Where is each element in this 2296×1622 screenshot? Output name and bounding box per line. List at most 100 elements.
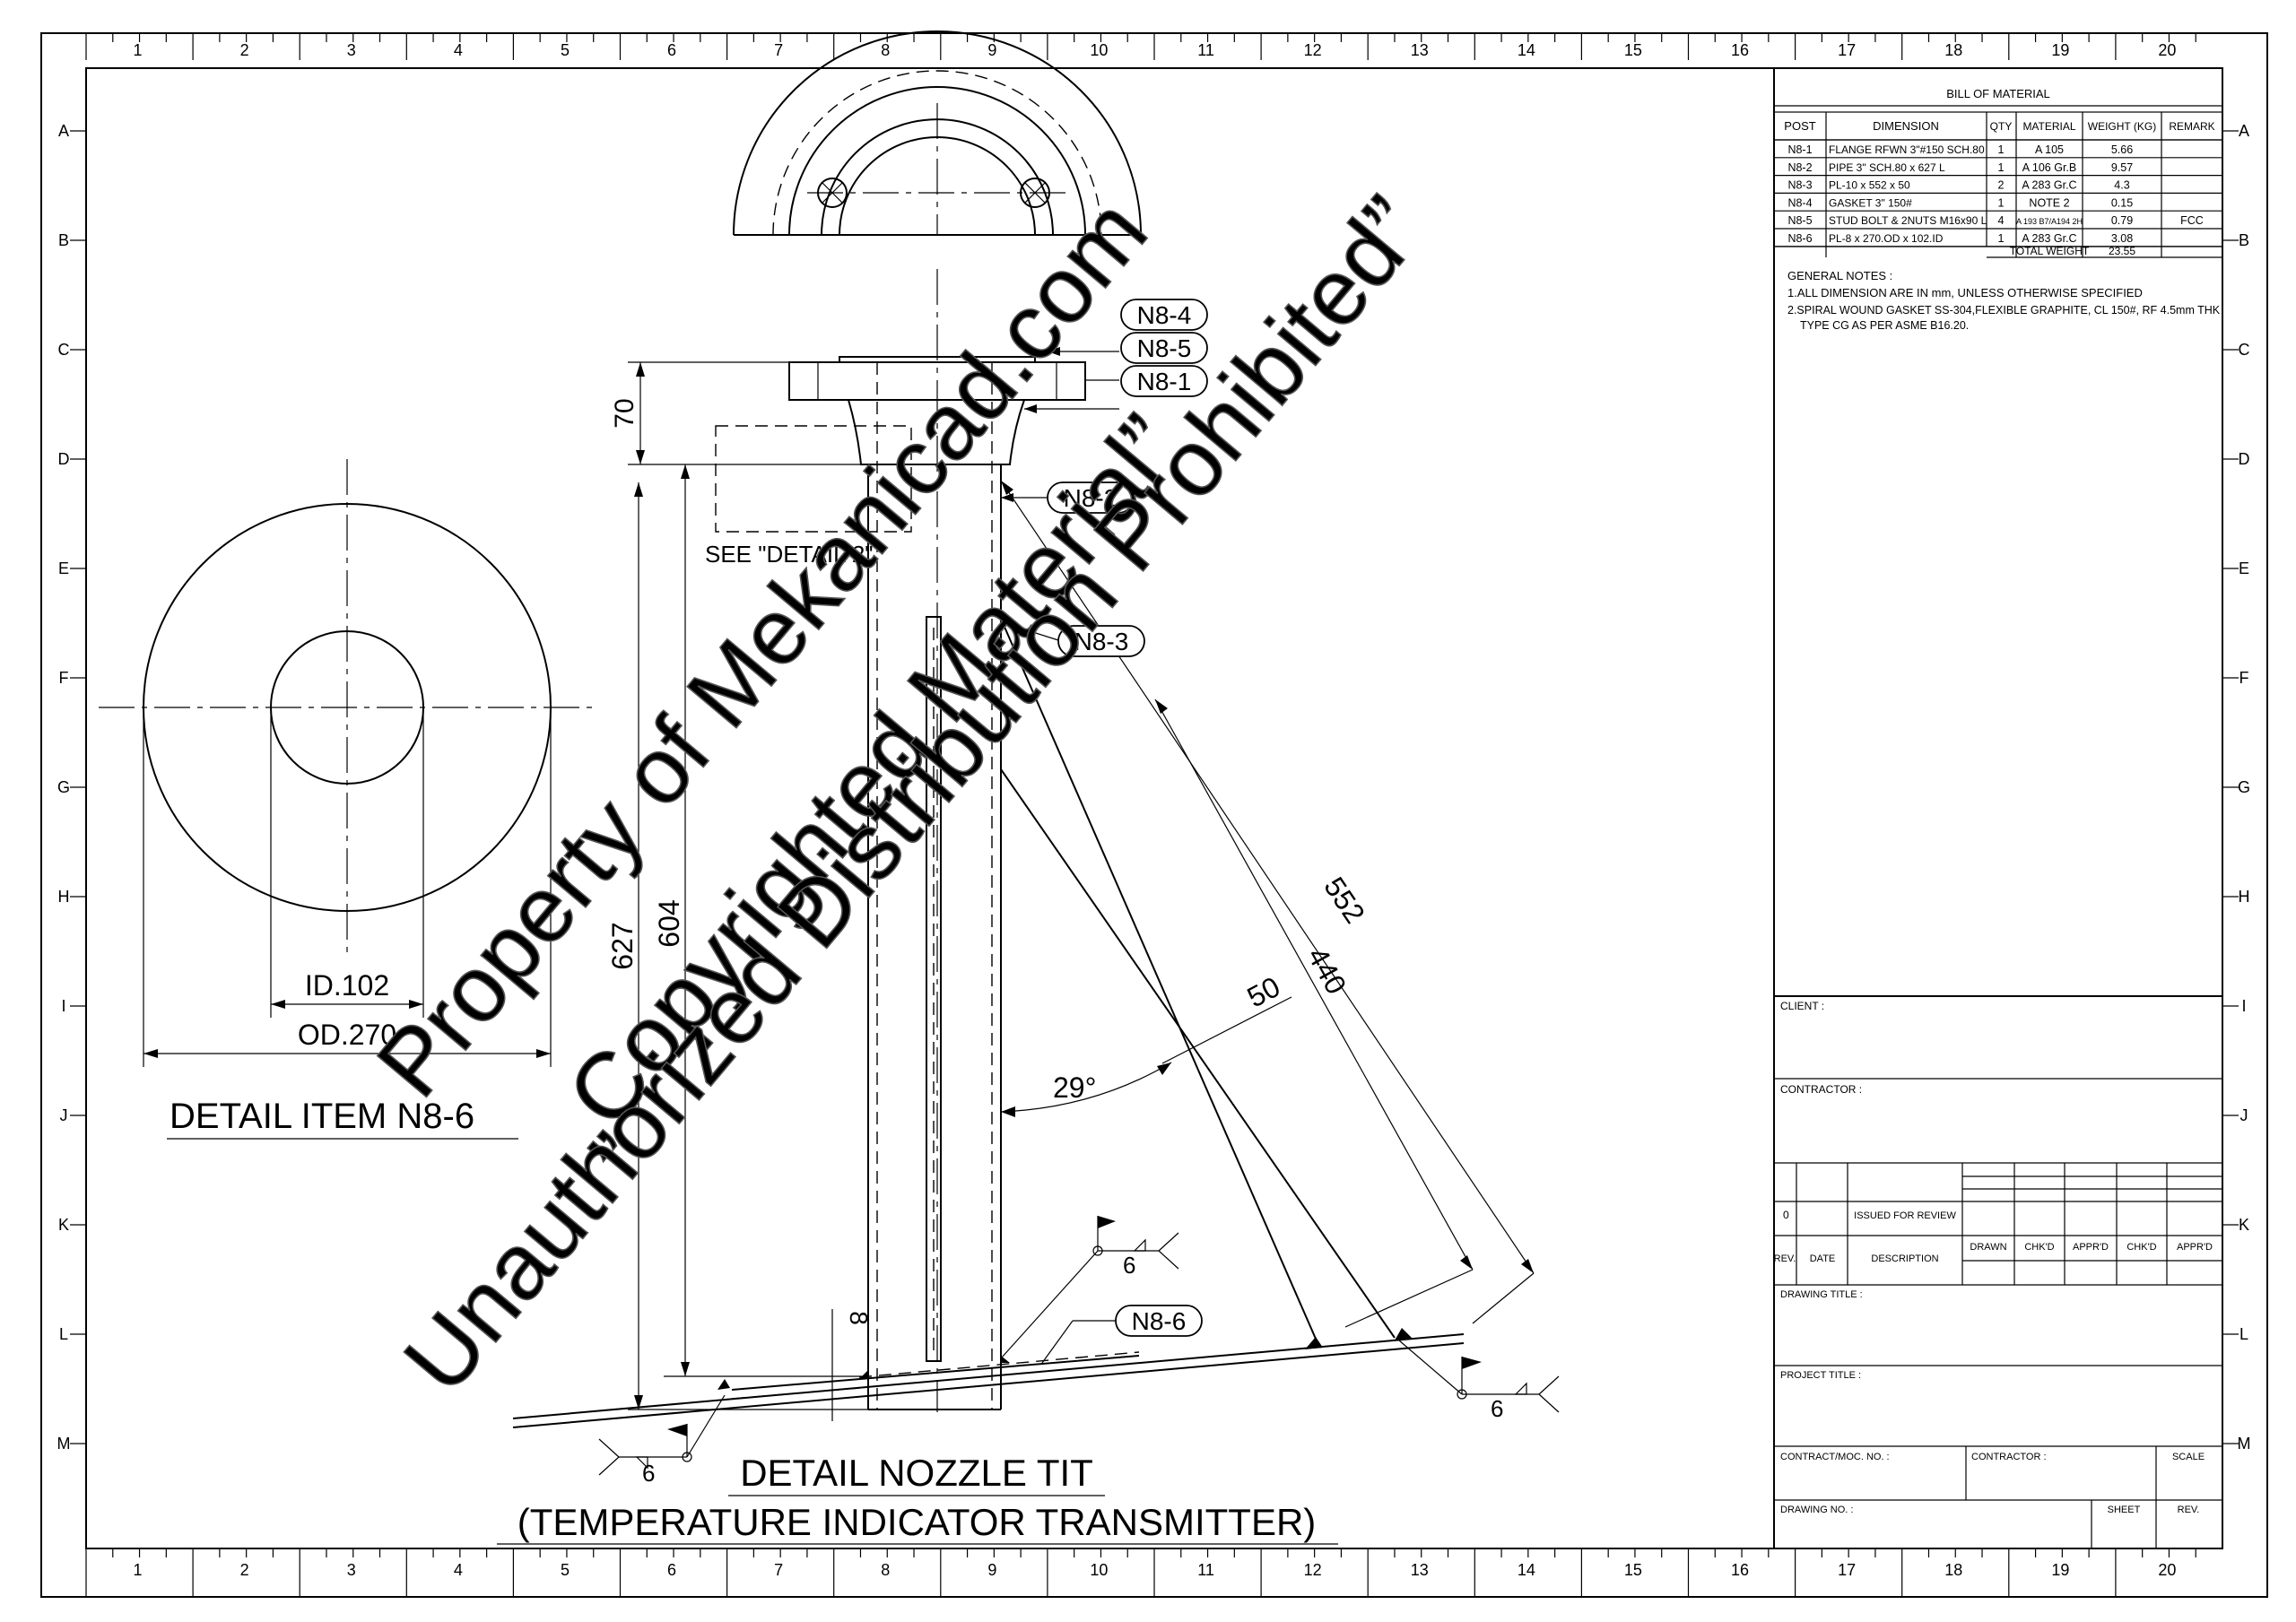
- project-title-label: PROJECT TITLE :: [1780, 1370, 1861, 1381]
- row-letter-right: J: [2240, 1106, 2248, 1124]
- column-number-bottom: 7: [774, 1561, 783, 1579]
- bom-cell: A 283 Gr.C: [2022, 232, 2076, 245]
- bom-cell: PIPE 3" SCH.80 x 627 L: [1829, 161, 1945, 174]
- column-number-bottom: 14: [1518, 1561, 1535, 1579]
- weld-fillet: [859, 1370, 868, 1379]
- contract-no-label: CONTRACT/MOC. NO. :: [1780, 1452, 1890, 1462]
- row-letter-right: E: [2239, 559, 2249, 577]
- nozzle-title-1: DETAIL NOZZLE TIT: [740, 1452, 1093, 1494]
- column-number-bottom: 5: [561, 1561, 570, 1579]
- bom-total-label: TOTAL WEIGHT: [2010, 245, 2090, 257]
- bom-cell: 1: [1998, 161, 2005, 174]
- row-letter-right: F: [2239, 669, 2249, 687]
- weld-symbol-1: 6: [1000, 1216, 1179, 1359]
- column-number-bottom: 17: [1838, 1561, 1856, 1579]
- weld-size-3: 6: [642, 1460, 655, 1487]
- column-number-bottom: 13: [1411, 1561, 1429, 1579]
- dim-440-label: 440: [1301, 942, 1352, 1000]
- dim-50-label: 50: [1242, 970, 1285, 1013]
- part-bubble-n8-4: N8-4: [1120, 299, 1208, 331]
- leaders: [1001, 347, 1119, 1364]
- column-number-bottom: 20: [2158, 1561, 2176, 1579]
- bom-header-weight: WEIGHT (KG): [2088, 120, 2156, 133]
- dim-8-label: 8: [845, 1311, 873, 1325]
- column-number-top: 3: [347, 41, 356, 59]
- row-letter-left: E: [58, 559, 69, 577]
- issued-for-review: ISSUED FOR REVIEW: [1854, 1210, 1956, 1221]
- column-number-top: 1: [134, 41, 143, 59]
- detail-2-box: [715, 425, 912, 533]
- row-letter-right: D: [2239, 450, 2250, 468]
- column-number-top: 10: [1090, 41, 1108, 59]
- notes-heading: GENERAL NOTES :: [1787, 269, 1892, 282]
- bom-header-material: MATERIAL: [2022, 120, 2075, 133]
- bom-cell: FLANGE RFWN 3"#150 SCH.80: [1829, 143, 1985, 156]
- column-number-top: 17: [1838, 41, 1856, 59]
- column-number-bottom: 11: [1197, 1561, 1214, 1579]
- bom-cell: 0.15: [2111, 196, 2133, 209]
- description-header: DESCRIPTION: [1871, 1253, 1938, 1264]
- bom-header-post: POST: [1784, 119, 1815, 133]
- row-letter-left: J: [60, 1106, 68, 1124]
- label-n8-4: N8-4: [1137, 301, 1192, 329]
- bom-header-remark: REMARK: [2169, 120, 2214, 133]
- row-letter-right: B: [2239, 231, 2249, 249]
- label-n8-3: N8-3: [1074, 628, 1129, 655]
- row-letter-left: D: [58, 450, 70, 468]
- column-number-bottom: 10: [1090, 1561, 1108, 1579]
- note-2-cont: TYPE CG AS PER ASME B16.20.: [1800, 319, 1969, 332]
- bom-cell: N8-3: [1787, 179, 1812, 192]
- bom-title: BILL OF MATERIAL: [1946, 87, 2050, 100]
- gusset-plate: [1000, 618, 1396, 1346]
- bom-cell: A 106 Gr.B: [2022, 161, 2076, 174]
- bom-cell: A 193 B7/A194 2H: [2016, 217, 2083, 226]
- part-bubble-n8-3: N8-3: [1057, 625, 1145, 657]
- zone-labels: 1122334455667788991010111112121313141415…: [57, 41, 2251, 1579]
- weld-fillet: [718, 1379, 730, 1390]
- bom-cell: PL-8 x 270.OD x 102.ID: [1829, 232, 1944, 245]
- bom-cell: N8-5: [1787, 214, 1812, 227]
- bom-cell: 1: [1998, 232, 2005, 245]
- row-letter-right: K: [2239, 1216, 2249, 1234]
- weld-size-2: 6: [1491, 1395, 1503, 1422]
- see-detail-2: SEE "DETAIL 2": [705, 541, 874, 568]
- column-number-top: 12: [1304, 41, 1322, 59]
- bom-cell: GASKET 3" 150#: [1829, 196, 1912, 209]
- zone-ticks: [70, 33, 2239, 1597]
- drawn-header: DRAWN: [1970, 1242, 2006, 1253]
- bom-cell: PL-10 x 552 x 50: [1829, 179, 1910, 192]
- row-letter-right: M: [2238, 1435, 2251, 1453]
- bom-cell: 1: [1998, 196, 2005, 209]
- bom-cell: N8-6: [1787, 232, 1812, 245]
- dimension-440: 440: [1154, 698, 1474, 1328]
- label-n8-2: N8-2: [1064, 484, 1118, 512]
- scale-label: SCALE: [2172, 1452, 2205, 1462]
- bom-row-lines: [1774, 157, 2222, 247]
- rev-number: 0: [1783, 1209, 1789, 1221]
- flange-section: [788, 269, 1086, 1412]
- row-letter-left: F: [59, 669, 69, 687]
- dimension-50: 50: [1161, 970, 1292, 1064]
- column-number-top: 7: [774, 41, 783, 59]
- client-label: CLIENT :: [1780, 1000, 1824, 1012]
- column-number-top: 9: [987, 41, 996, 59]
- dim-70-label: 70: [610, 398, 639, 428]
- row-letter-right: C: [2239, 341, 2250, 359]
- row-letter-left: L: [59, 1325, 68, 1343]
- nozzle-title-2: (TEMPERATURE INDICATOR TRANSMITTER): [517, 1501, 1317, 1543]
- column-number-bottom: 19: [2051, 1561, 2069, 1579]
- bom-cell: 0.79: [2111, 214, 2133, 227]
- bom-cell: 4.3: [2114, 179, 2129, 192]
- row-letter-right: L: [2239, 1325, 2248, 1343]
- column-number-top: 4: [454, 41, 463, 59]
- drawing-title-label: DRAWING TITLE :: [1780, 1289, 1863, 1300]
- row-letter-left: C: [58, 341, 70, 359]
- column-number-top: 11: [1197, 41, 1214, 59]
- row-letter-right: G: [2238, 778, 2250, 796]
- column-number-bottom: 4: [454, 1561, 463, 1579]
- date-header: DATE: [1810, 1253, 1836, 1264]
- bom-header-dimension: DIMENSION: [1873, 119, 1939, 133]
- apprd-header-1: APPR'D: [2073, 1242, 2109, 1253]
- weld-fillet: [1001, 1356, 1010, 1363]
